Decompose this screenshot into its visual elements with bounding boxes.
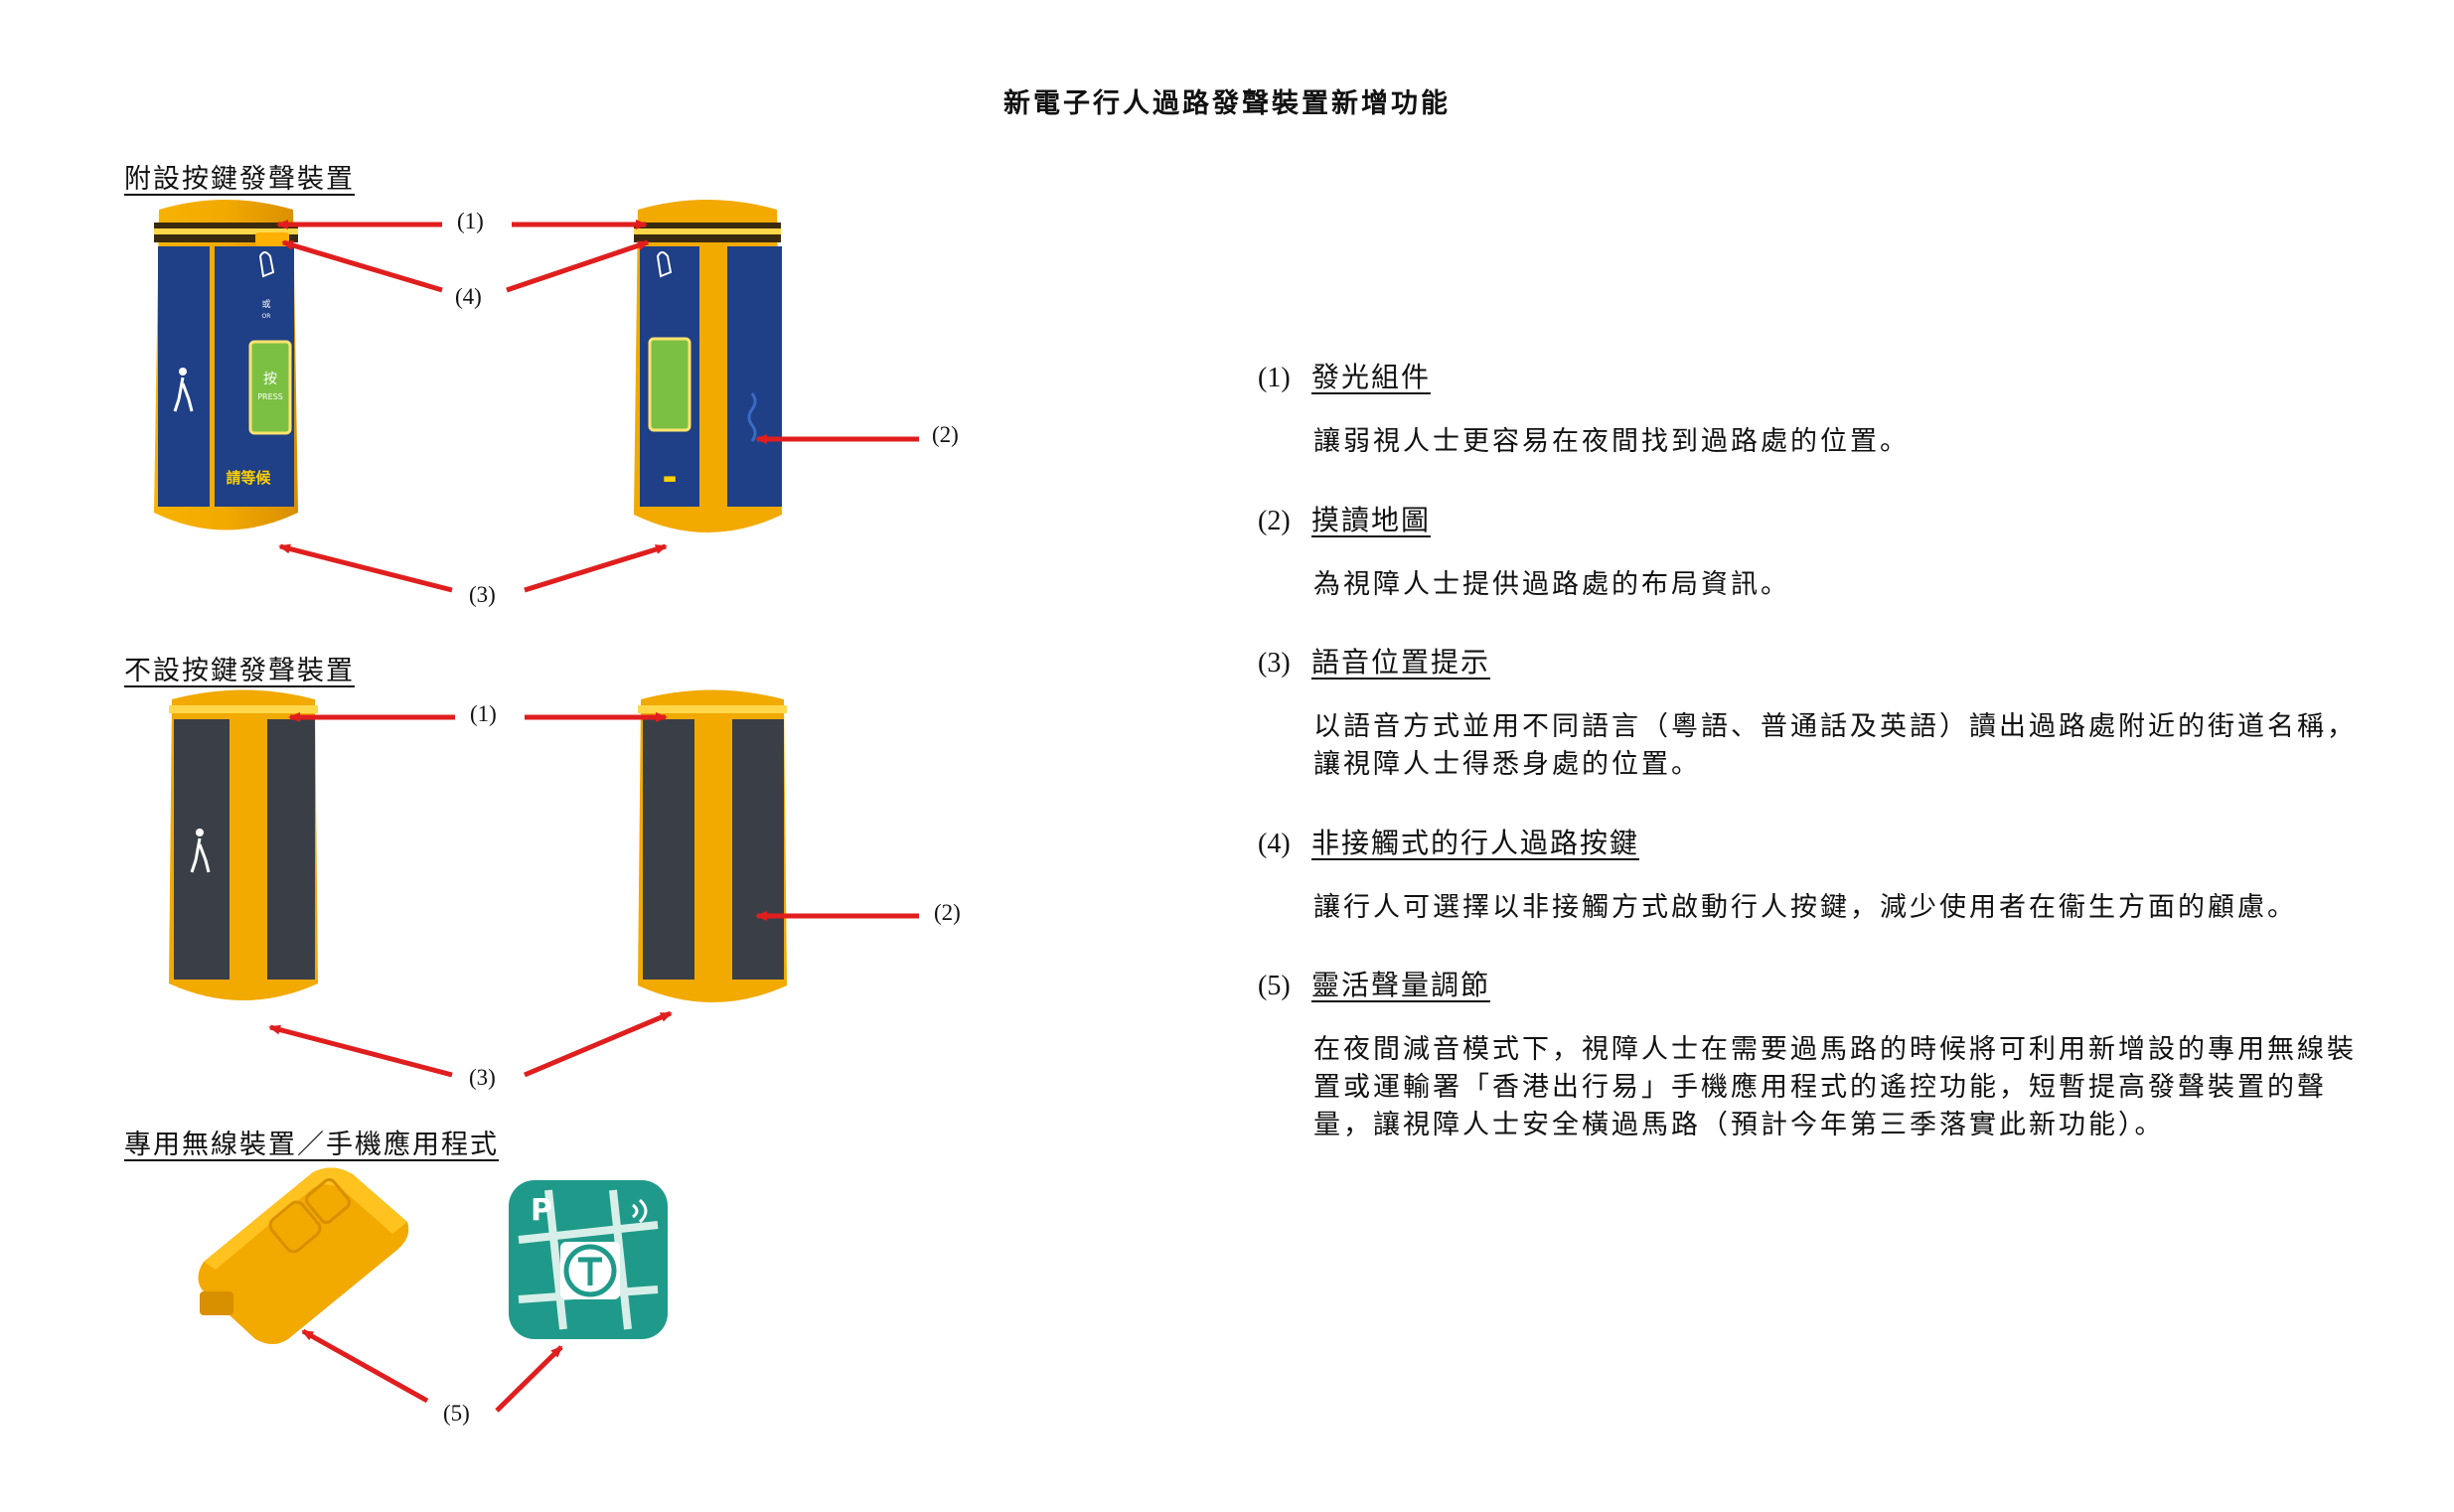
feature-item-4: (4) 非接觸式的行人過路按鍵 讓行人可選擇以非接觸方式啟動行人按鍵，減少使用者在… [1258,822,2380,927]
remote-button [268,1200,322,1254]
visually-impaired-icon [179,368,187,376]
tactile-map-panel [732,719,784,980]
svg-text:▬: ▬ [663,469,677,487]
feature-name: 發光組件 [1311,361,1432,393]
tactile-map-icon [747,392,757,442]
feature-name: 靈活聲量調節 [1311,969,1491,1001]
press-pad [248,340,292,435]
press-cn-text: 按 [263,372,277,387]
hketransport-app-icon: P [509,1180,668,1339]
feature-item-5: (5) 靈活聲量調節 在夜間減音模式下，視障人士在需要過馬路的時候將可利用新增設的… [1258,964,2380,1144]
tactile-map-panel [727,246,782,507]
feature-item-1: (1) 發光組件 讓弱視人士更容易在夜間找到過路處的位置。 [1258,356,2380,461]
callout-label-3: (3) [469,582,496,607]
callout-label-4: (4) [455,284,482,309]
callout-label-5: (5) [443,1401,470,1426]
or-en-text: OR [262,313,271,320]
hand-icon [656,251,673,278]
feature-item-3: (3) 語音位置提示 以語音方式並用不同語言（粵語、普通話及英語）讀出過路處附近的… [1258,641,2380,784]
press-en-text: PRESS [257,392,283,401]
page-title: 新電子行人過路發聲裝置新增功能 [1003,88,1451,119]
callout-label-3-lower: (3) [469,1065,496,1090]
wait-cn-text: 請等候 [226,469,271,487]
feature-description: 以語音方式並用不同語言（粵語、普通話及英語）讀出過路處附近的街道名稱，讓視障人士… [1313,711,2357,780]
feature-item-2: (2) 摸讀地圖 為視障人士提供過路處的布局資訊。 [1258,499,2380,604]
push-button-device-side: ▬ [634,200,782,532]
svg-text:P: P [531,1193,552,1228]
section-heading-remote: 專用無線裝置／手機應用程式 [124,1130,499,1160]
visually-impaired-icon [196,829,204,836]
feature-description: 在夜間減音模式下，視障人士在需要過馬路的時候將可利用新增設的專用無線裝置或運輸署… [1313,1034,2357,1140]
feature-description: 讓行人可選擇以非接觸方式啟動行人按鍵，減少使用者在衞生方面的顧慮。 [1313,892,2297,923]
blue-info-panel [158,246,210,507]
feature-name: 語音位置提示 [1311,646,1491,679]
callout-label-2-lower: (2) [934,900,961,925]
section-heading-with-button: 附設按鍵發聲裝置 [124,164,355,195]
feature-name: 摸讀地圖 [1311,504,1432,536]
feature-description: 為視障人士提供過路處的布局資訊。 [1313,569,1790,600]
section-heading-without-button: 不設按鍵發聲裝置 [124,656,355,686]
no-button-device-front [169,689,318,1000]
wireless-remote-device [198,1167,409,1344]
callout-label-1-lower: (1) [470,701,497,726]
feature-description: 讓弱視人士更容易在夜間找到過路處的位置。 [1313,426,1910,457]
callout-label-2: (2) [932,422,959,447]
feature-name: 非接觸式的行人過路按鍵 [1311,827,1640,859]
feature-number: (3) [1258,648,1291,679]
no-button-device-side [638,689,787,1002]
callout-label-1: (1) [457,209,484,233]
feature-number: (4) [1258,829,1291,859]
feature-number: (2) [1258,506,1291,536]
or-cn-text: 或 [261,298,270,310]
push-button-device-front: 按 PRESS 或 OR 請等候 [154,200,298,530]
feature-number: (5) [1258,971,1291,1001]
hand-icon [258,251,275,278]
signal-icon [632,1198,648,1224]
feature-number: (1) [1258,363,1291,393]
